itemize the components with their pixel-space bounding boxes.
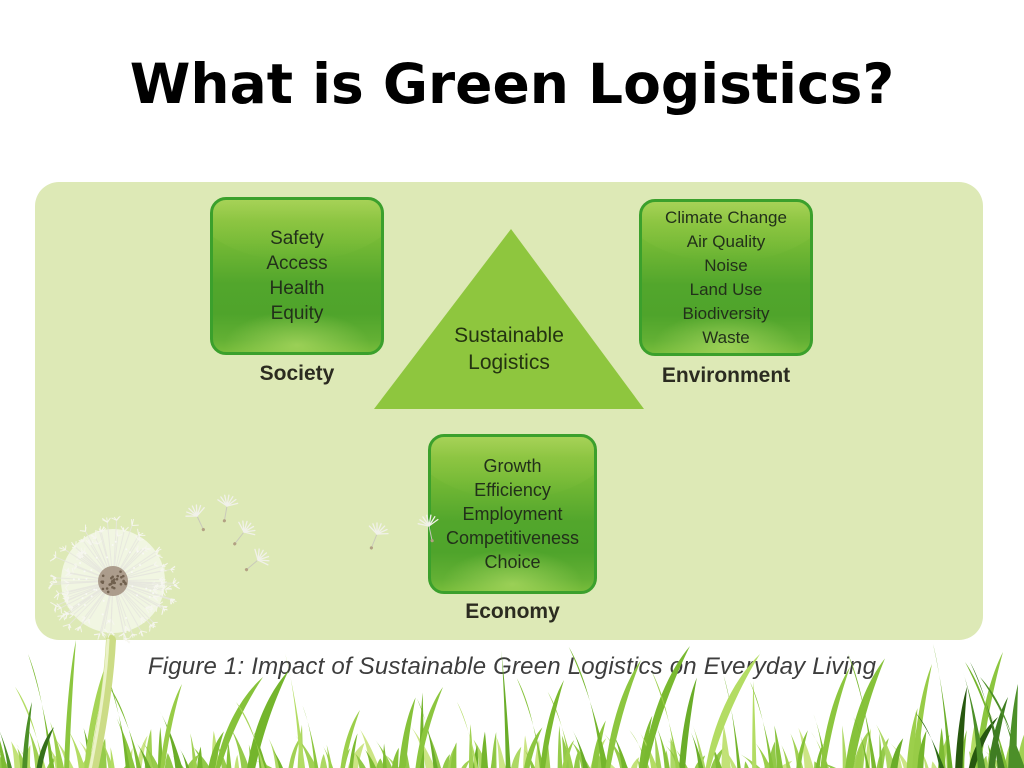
environment-item: Noise bbox=[704, 255, 748, 275]
slide-title: What is Green Logistics? bbox=[129, 52, 895, 116]
environment-label: Environment bbox=[661, 364, 791, 387]
environment-item: Waste bbox=[702, 327, 750, 347]
economy-item: Efficiency bbox=[474, 480, 551, 500]
society-items: Safety Access Health Equity bbox=[266, 226, 327, 326]
society-box: Safety Access Health Equity bbox=[210, 197, 384, 355]
economy-items: Growth Efficiency Employment Competitive… bbox=[446, 454, 579, 574]
triangle-label-line1: Sustainable bbox=[454, 324, 564, 347]
society-label: Society bbox=[259, 362, 335, 385]
sustainable-logistics-triangle bbox=[374, 229, 644, 409]
economy-item: Choice bbox=[484, 552, 541, 572]
figure-caption: Figure 1: Impact of Sustainable Green Lo… bbox=[147, 653, 877, 680]
environment-item: Air Quality bbox=[686, 231, 766, 251]
environment-item: Land Use bbox=[689, 279, 763, 299]
triangle-label: Sustainable Logistics bbox=[372, 322, 646, 376]
economy-item: Employment bbox=[462, 504, 563, 524]
triangle-shape bbox=[374, 229, 644, 409]
environment-item: Biodiversity bbox=[682, 303, 770, 323]
society-item: Safety bbox=[270, 228, 324, 249]
figure-panel: Safety Access Health Equity Society Clim… bbox=[35, 182, 983, 640]
society-item: Access bbox=[266, 253, 328, 274]
society-item: Equity bbox=[270, 303, 324, 324]
economy-item: Growth bbox=[483, 456, 542, 476]
society-item: Health bbox=[269, 278, 325, 299]
environment-item: Climate Change bbox=[665, 207, 787, 227]
economy-label: Economy bbox=[465, 600, 560, 623]
economy-item: Competitiveness bbox=[445, 528, 580, 548]
environment-items: Climate Change Air Quality Noise Land Us… bbox=[665, 206, 787, 350]
triangle-label-line2: Logistics bbox=[468, 351, 550, 374]
environment-box: Climate Change Air Quality Noise Land Us… bbox=[639, 199, 813, 356]
economy-box: Growth Efficiency Employment Competitive… bbox=[428, 434, 597, 594]
